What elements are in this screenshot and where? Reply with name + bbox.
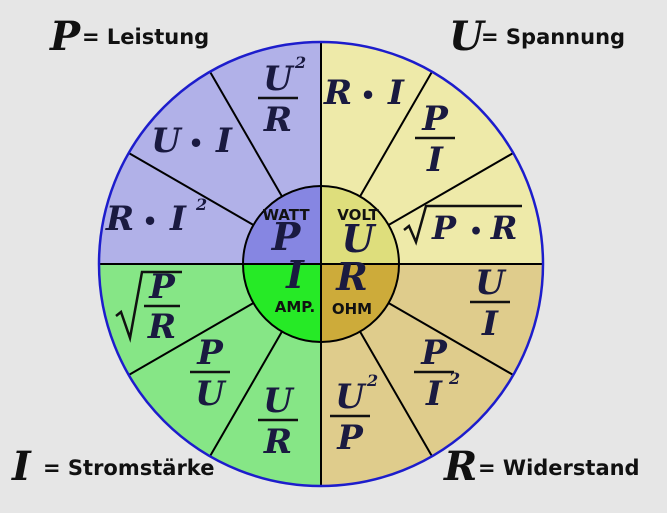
voltage-formula-1: R • I [323, 73, 405, 113]
current-formula-1: PR [115, 267, 182, 347]
voltage-formula-3: P • R [403, 204, 522, 247]
corner-label-resistance: R = Widerstand [443, 443, 640, 490]
resistance-formula-1: UI [470, 263, 510, 344]
power-letter: P [49, 13, 82, 60]
power-center-sector [243, 186, 321, 264]
resistance-word: = Widerstand [478, 456, 640, 480]
current-center-unit: AMP. [275, 298, 315, 316]
voltage-center-sector [321, 186, 399, 264]
power-formula-3-factor-exponent: 2 [195, 195, 207, 214]
voltage-formula-3-factor-a: P [431, 209, 457, 247]
current-formula-3: UR [258, 381, 298, 462]
current-formula-2-numerator: P [196, 333, 224, 373]
resistance-formula-2-denominator-exponent: 2 [448, 369, 460, 388]
resistance-spoke-2 [359, 331, 433, 457]
resistance-center-unit: OHM [332, 300, 372, 318]
power-formula-1-numerator: U [263, 59, 295, 99]
resistance-formula-2-numerator: P [420, 333, 448, 373]
resistance-formula-1-denominator: I [481, 304, 499, 344]
power-formula-3-factor-a: R [105, 199, 134, 239]
corner-label-current: I = Stromstärke [11, 443, 214, 490]
power-center-symbol: P [271, 214, 302, 259]
resistance-formula-2-denominator: I [425, 374, 443, 414]
voltage-formula-3-factor-b: R [490, 209, 518, 247]
outer-ring [97, 40, 545, 488]
resistance-center-symbol: R [335, 254, 368, 299]
current-center-symbol: I [285, 252, 305, 297]
voltage-word: = Spannung [481, 25, 625, 49]
voltage-formula-3-root-sign [403, 204, 522, 246]
sector-dividers [99, 42, 543, 486]
current-formula-3-denominator: R [263, 422, 292, 462]
current-formula-1-denominator: R [147, 307, 176, 347]
current-spoke-1 [209, 331, 283, 457]
current-formula-2: PU [190, 333, 230, 414]
resistance-formula-3-numerator-exponent: 2 [366, 371, 378, 390]
power-formula-2-factor-b: I [215, 121, 233, 161]
voltage-spoke-1 [359, 71, 433, 197]
voltage-formula-1-factor-b: I [387, 73, 405, 113]
resistance-center-sector [321, 264, 399, 342]
power-spoke-2 [209, 71, 283, 197]
voltage-formula-2: PI [415, 99, 455, 180]
current-spoke-2 [128, 302, 254, 376]
power-center-unit: WATT [262, 206, 310, 224]
current-formula-2-denominator: U [195, 374, 227, 414]
current-center-sector [243, 264, 321, 342]
resistance-letter: R [443, 443, 477, 490]
power-formula-1-denominator: R [263, 100, 292, 140]
current-word: = Stromstärke [43, 456, 214, 480]
power-formula-3-dot: • [142, 207, 157, 236]
power-spoke-1 [128, 152, 254, 226]
resistance-formula-3-numerator: U [335, 377, 367, 417]
voltage-center-unit: VOLT [337, 206, 379, 224]
resistance-spoke-1 [388, 302, 514, 376]
current-formula-1-root-sign [115, 270, 182, 343]
voltage-formula-1-dot: • [360, 81, 375, 110]
power-formula-1-numerator-exponent: 2 [294, 53, 306, 72]
power-formula-2: U• I [151, 121, 233, 161]
resistance-formula-1-numerator: U [475, 263, 507, 303]
current-letter: I [11, 443, 32, 490]
voltage-center-symbol: U [341, 216, 377, 261]
power-formula-3-factor-b: I [169, 199, 187, 239]
voltage-spoke-2 [388, 152, 514, 226]
voltage-formula-3-dot: • [469, 219, 483, 245]
power-formula-2-dot: • [188, 129, 203, 158]
voltage-letter: U [449, 13, 486, 60]
voltage-formula-1-factor-a: R [323, 73, 352, 113]
current-formula-3-numerator: U [263, 381, 295, 421]
power-formula-2-factor-a: U [151, 121, 183, 161]
resistance-formula-3-denominator: P [336, 418, 364, 458]
voltage-formula-2-numerator: P [421, 99, 449, 139]
voltage-formula-2-denominator: I [426, 140, 444, 180]
current-formula-1-numerator: P [148, 267, 176, 307]
corner-label-power: P = Leistung [49, 13, 209, 60]
power-word: = Leistung [82, 25, 209, 49]
corner-label-voltage: U = Spannung [449, 13, 625, 60]
